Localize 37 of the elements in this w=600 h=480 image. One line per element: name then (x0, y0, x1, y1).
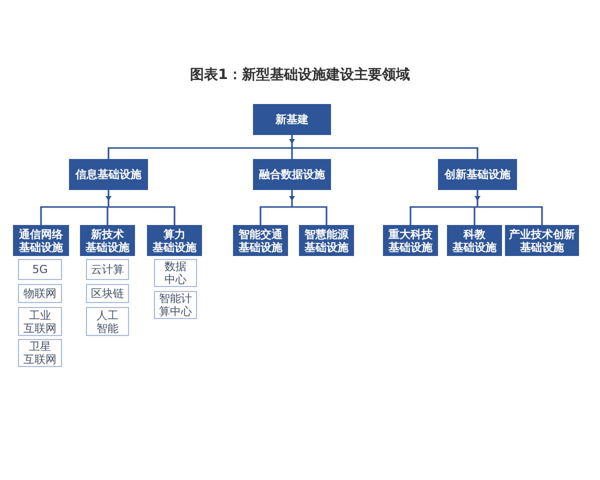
category-box: 创新基础设施 (438, 159, 517, 190)
subcategory-box: 产业技术创新基础设施 (505, 225, 579, 256)
item-box: 人工智能 (86, 307, 129, 336)
connector (326, 207, 328, 226)
subcategory-box: 科教基础设施 (447, 225, 502, 256)
connector (476, 148, 478, 160)
item-box: 区块链 (86, 284, 129, 303)
root-box: 新基建 (253, 104, 331, 135)
connector (260, 207, 262, 226)
item-box: 5G (18, 259, 62, 280)
category-box: 信息基础设施 (69, 159, 148, 190)
item-box: 智能计算中心 (154, 291, 197, 319)
item-box: 云计算 (86, 259, 129, 280)
connector (291, 148, 293, 160)
connector (260, 189, 328, 208)
connector (108, 148, 110, 160)
subcategory-box: 通信网络基础设施 (13, 225, 69, 256)
subcategory-box: 新技术基础设施 (80, 225, 135, 256)
connector (40, 207, 42, 226)
item-box: 物联网 (18, 284, 62, 303)
category-box: 融合数据设施 (253, 159, 331, 190)
chart-title: 图表1：新型基础设施建设主要领域 (190, 66, 410, 84)
subcategory-box: 智慧能源基础设施 (299, 225, 354, 256)
connector (410, 207, 412, 226)
subcategory-box: 重大科技基础设施 (383, 225, 438, 256)
connector (108, 134, 478, 149)
subcategory-box: 智能交通基础设施 (233, 225, 288, 256)
connector (474, 207, 476, 226)
connector (541, 207, 543, 226)
connector (410, 189, 543, 208)
connector (40, 189, 176, 208)
item-box: 工业互联网 (18, 307, 62, 336)
connector (106, 207, 108, 226)
subcategory-box: 算力基础设施 (147, 225, 202, 256)
connector (174, 207, 176, 226)
item-box: 数据中心 (154, 259, 197, 287)
item-box: 卫星互联网 (18, 339, 62, 367)
